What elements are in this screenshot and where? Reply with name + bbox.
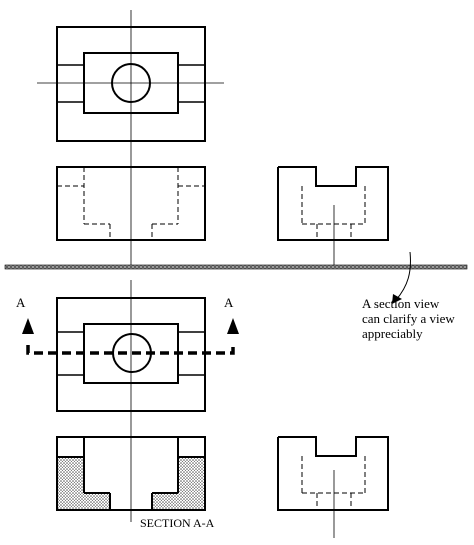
top-view-upper [37, 10, 224, 155]
section-caption: SECTION A-A [140, 516, 215, 530]
annotation-text: A section view can clarify a view apprec… [362, 296, 472, 341]
arrow-left-icon [22, 318, 34, 334]
side-view-lower [277, 436, 389, 538]
front-view-upper [56, 155, 206, 266]
side-view-upper [277, 166, 389, 266]
label-a-right: A [224, 295, 234, 310]
arrow-right-icon [227, 318, 239, 334]
annotation-line-2: can clarify a view [362, 311, 455, 326]
annotation-line-3: appreciably [362, 326, 423, 341]
label-a-left: A [16, 295, 26, 310]
annotation-line-1: A section view [362, 296, 440, 311]
section-view [56, 426, 206, 522]
cutting-plane-line [22, 318, 239, 355]
annotation-leader [392, 251, 411, 304]
divider-bar [4, 264, 468, 270]
